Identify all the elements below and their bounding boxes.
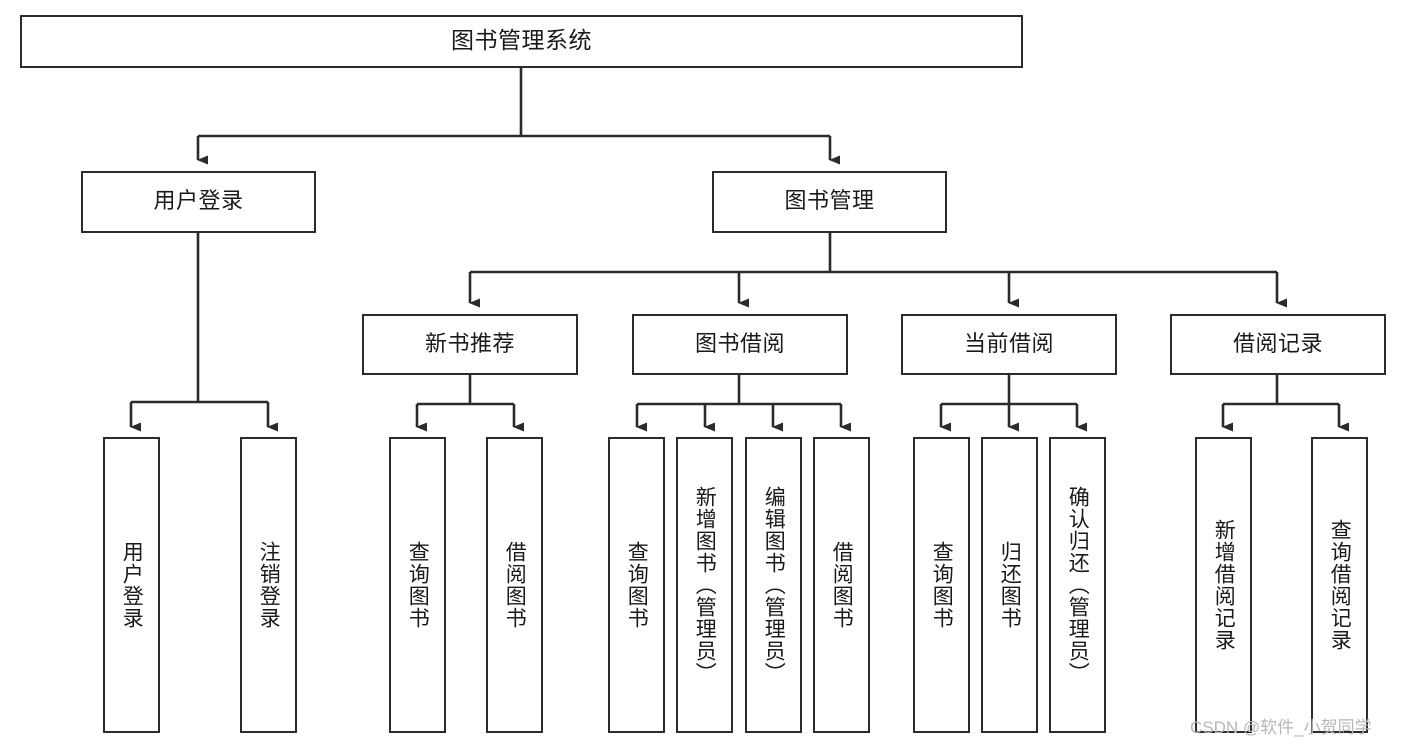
node-user-login[interactable]: 用户登录: [81, 171, 316, 233]
node-leaf-newbook-borrow-book-label: 借阅图书: [503, 541, 528, 629]
node-current-borrow[interactable]: 当前借阅: [901, 314, 1117, 375]
node-leaf-current-query-book-label: 查询图书: [930, 541, 955, 629]
node-leaf-add-borrow-record[interactable]: 新增借阅记录: [1195, 437, 1252, 733]
node-book-management[interactable]: 图书管理: [712, 171, 947, 233]
node-borrow-record[interactable]: 借阅记录: [1170, 314, 1386, 375]
node-leaf-query-borrow-record-label: 查询借阅记录: [1328, 519, 1353, 651]
node-leaf-current-query-book[interactable]: 查询图书: [913, 437, 970, 733]
node-leaf-borrow-book-label: 借阅图书: [830, 541, 855, 629]
node-leaf-confirm-return-admin[interactable]: 确认归还（管理员）: [1049, 437, 1106, 733]
node-root[interactable]: 图书管理系统: [20, 15, 1023, 68]
node-leaf-newbook-query-book[interactable]: 查询图书: [389, 437, 446, 733]
node-leaf-newbook-query-book-label: 查询图书: [406, 541, 431, 629]
node-leaf-logout-label: 注销登录: [257, 541, 282, 629]
node-leaf-edit-book-admin[interactable]: 编辑图书（管理员）: [745, 437, 802, 733]
node-user-login-label: 用户登录: [153, 189, 244, 215]
node-book-borrow-label: 图书借阅: [694, 331, 785, 357]
node-root-label: 图书管理系统: [451, 28, 592, 55]
node-leaf-add-book-admin-label: 新增图书（管理员）: [693, 486, 718, 684]
node-leaf-user-login-label: 用户登录: [120, 541, 145, 629]
node-leaf-logout[interactable]: 注销登录: [240, 437, 297, 733]
node-leaf-query-borrow-record[interactable]: 查询借阅记录: [1311, 437, 1368, 733]
node-leaf-borrow-query-book-label: 查询图书: [625, 541, 650, 629]
node-leaf-return-book-label: 归还图书: [998, 541, 1023, 629]
node-leaf-confirm-return-admin-label: 确认归还（管理员）: [1066, 486, 1091, 684]
node-leaf-newbook-borrow-book[interactable]: 借阅图书: [486, 437, 543, 733]
node-book-management-label: 图书管理: [784, 189, 875, 215]
node-leaf-edit-book-admin-label: 编辑图书（管理员）: [762, 486, 787, 684]
node-leaf-borrow-book[interactable]: 借阅图书: [813, 437, 870, 733]
node-leaf-return-book[interactable]: 归还图书: [981, 437, 1038, 733]
node-leaf-borrow-query-book[interactable]: 查询图书: [608, 437, 665, 733]
node-leaf-user-login[interactable]: 用户登录: [103, 437, 160, 733]
node-new-book-recommend-label: 新书推荐: [424, 331, 515, 357]
csdn-watermark: CSDN @软件_小贺同学: [1190, 718, 1372, 737]
node-leaf-add-book-admin[interactable]: 新增图书（管理员）: [676, 437, 733, 733]
node-borrow-record-label: 借阅记录: [1232, 331, 1323, 357]
node-new-book-recommend[interactable]: 新书推荐: [362, 314, 578, 375]
node-leaf-add-borrow-record-label: 新增借阅记录: [1212, 519, 1237, 651]
node-book-borrow[interactable]: 图书借阅: [632, 314, 848, 375]
node-current-borrow-label: 当前借阅: [963, 331, 1054, 357]
